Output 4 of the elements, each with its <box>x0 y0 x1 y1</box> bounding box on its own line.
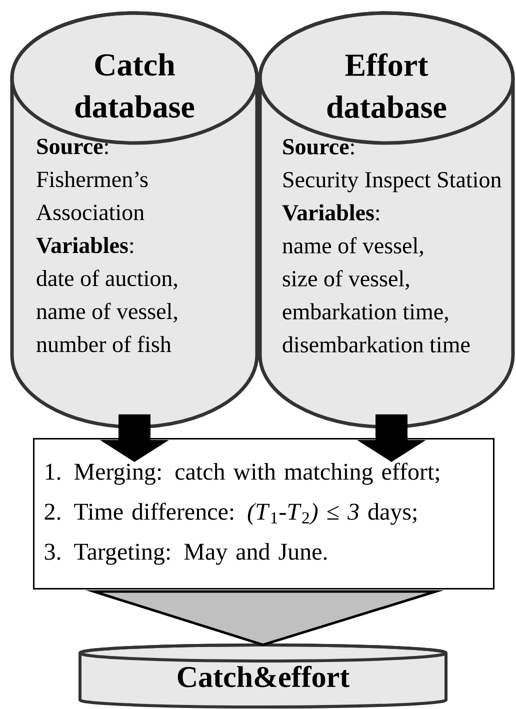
process-box: 1. Merging: catch with matching effort; 2. Time difference: (T$_{1}$-T$_{2}$) ≤ 3 days; 3. Targeting: May and June. <box>33 438 494 590</box>
database-cylinder: Catch database Source: Fishermen’s Association Variables: date of auction, name of vessel, number of fish <box>10 11 259 429</box>
database-cylinder: Effort database Source: Security Inspect Station Variables: name of vessel, size of vessel, embarkation time, disembarkation time <box>258 11 515 429</box>
database-cylinder: Catch&effort <box>78 644 448 708</box>
